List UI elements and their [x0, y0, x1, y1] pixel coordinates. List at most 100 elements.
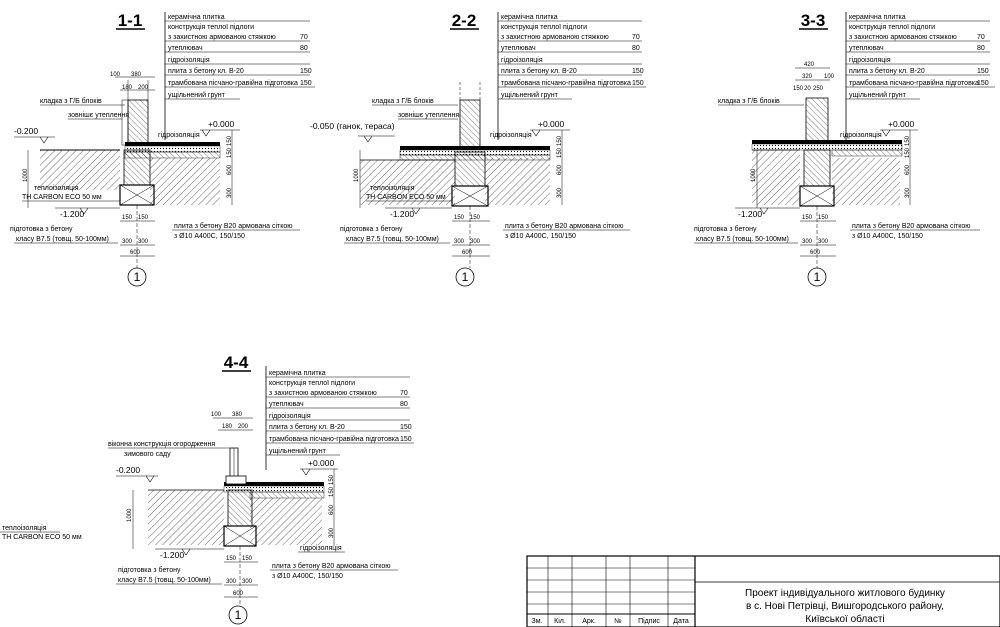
layer-label: ущільнений грунт [849, 91, 907, 99]
layer-label: керамічна плитка [168, 13, 225, 21]
note-ext-insulation: зовнішє утеплення [398, 111, 459, 119]
dim-label: 150 [802, 215, 813, 221]
layer-value: 70 [300, 34, 308, 41]
dim-label: 1000 [354, 168, 360, 182]
layer-label: конструкція теплої підлоги [168, 23, 254, 31]
tb-header: Кіл. [554, 617, 566, 625]
layer-value: 80 [400, 401, 408, 408]
layer-label: конструкція теплої підлоги [501, 23, 587, 31]
dim-label: 1000 [23, 168, 29, 182]
section-title: 3-3 [801, 11, 826, 30]
layer-legend: керамічна плитка конструкція теплої підл… [845, 12, 995, 140]
layer-value: 150 [632, 68, 644, 75]
stray-thermal-note: теплоізоляція TH CARBON ECO 50 мм [0, 524, 82, 541]
layer-legend: керамічна плитка конструкція теплої підл… [265, 366, 414, 470]
level-mark: -1.200 [160, 550, 184, 560]
tb-header: Підпис [638, 617, 660, 625]
project-title: Проект індивідуального житлового будинку [745, 587, 945, 599]
dim-label: 150 [905, 147, 911, 158]
dim-label: 600 [810, 250, 821, 256]
dim-label: 150 [138, 215, 149, 221]
dim-label: 380 [131, 72, 142, 78]
dim-label: 150 [818, 215, 829, 221]
layer-value: 80 [977, 45, 985, 52]
layer-label: плита з бетону кл. В-20 [501, 67, 577, 75]
layer-label: керамічна плитка [269, 369, 326, 377]
layer-label: з захистною армованою стяжкою [849, 34, 957, 41]
dim-label: 600 [905, 164, 911, 175]
layer-label: трамбована пісчано-гравійна підготовка [269, 435, 399, 443]
note-thermal-product: TH CARBON ECO 50 мм [366, 194, 446, 201]
dim-label: 150 [227, 147, 233, 158]
dim-label: 150 [454, 215, 465, 221]
dim-label: 300 [329, 527, 335, 538]
layer-value: 150 [300, 80, 312, 87]
level-mark: -0.050 (ганок, тераса) [310, 121, 395, 131]
dim-label: 600 [557, 164, 563, 175]
dim-label: 300 [122, 239, 133, 245]
axis-label: 1 [814, 270, 821, 284]
layer-label: гідроізоляція [269, 412, 311, 420]
axis-marker [807, 267, 827, 287]
level-mark: +0.000 [888, 119, 915, 129]
section-title: 1-1 [118, 11, 143, 30]
layer-legend: керамічна плитка конструкція теплої підл… [497, 12, 646, 140]
axis-label: 1 [134, 270, 141, 284]
tb-header: Зм. [532, 618, 543, 625]
layer-label: з захистною армованою стяжкою [269, 390, 377, 397]
note-prep-class: класу В7.5 (товщ. 50-100мм) [16, 236, 109, 243]
dim-label: 1000 [127, 508, 133, 522]
axis-marker [228, 605, 248, 625]
layer-value: 150 [400, 424, 412, 431]
foundation-wall [803, 149, 831, 187]
dim-label: 150 [905, 135, 911, 146]
dim-label: 100 [110, 72, 121, 78]
note-slab: плита з бетону В20 армована сіткою [272, 562, 391, 570]
layer-value: 150 [977, 80, 989, 87]
foundation-wall [454, 151, 486, 187]
level-mark: +0.000 [538, 119, 565, 129]
dim-label: 150 [242, 556, 253, 562]
level-mark: -1.200 [738, 209, 762, 219]
dim-label: 150 [227, 135, 233, 146]
dim-label: 600 [130, 250, 141, 256]
dim-label: 300 [454, 239, 465, 245]
layer-label: з захистною армованою стяжкою [501, 34, 609, 41]
note-window: віконна конструкція огородження [108, 440, 215, 448]
layer-label: конструкція теплої підлоги [849, 23, 935, 31]
note-prep: підготовка з бетону [340, 225, 403, 233]
title-block: Зм. Кіл. Арк. № Підпис Дата Проект індив… [526, 555, 1000, 627]
layer-label: плита з бетону кл. В-20 [849, 67, 925, 75]
section-3-3: 3-3 керамічна плитка конструкція теплої … [694, 11, 995, 287]
layer-value: 150 [400, 436, 412, 443]
layer-label: утеплювач [269, 401, 304, 408]
layer-value: 150 [977, 68, 989, 75]
level-mark: -0.200 [116, 465, 140, 475]
note-slab-rebar: з Ø10 А400С, 150/150 [174, 233, 245, 240]
note-slab-rebar: з Ø10 А400С, 150/150 [272, 573, 343, 580]
dim-label: 380 [232, 412, 243, 418]
dim-label: 600 [233, 591, 244, 597]
layer-label: ущільнений грунт [269, 447, 327, 455]
layer-label: з захистною армованою стяжкою [168, 34, 276, 41]
note-waterproofing: гідроізоляція [840, 131, 882, 139]
top-dimensions: 420 320 100 150 20 250 [793, 62, 835, 92]
dim-label: 100 [824, 74, 835, 80]
level-mark: -1.200 [390, 209, 414, 219]
note-ext-insulation: зовнішє утеплення [68, 111, 129, 119]
tb-header: Дата [673, 618, 689, 625]
dim-label: 600 [462, 250, 473, 256]
dim-label: 600 [329, 504, 335, 515]
layer-label: конструкція теплої підлоги [269, 379, 355, 387]
note-masonry: кладка з Г/Б блоків [372, 97, 434, 105]
layer-label: гідроізоляція [168, 56, 210, 64]
dim-label: 200 [138, 85, 149, 91]
note-slab: плита з бетону В20 армована сіткою [505, 222, 624, 230]
section-2-2: 2-2 керамічна плитка конструкція теплої … [310, 11, 646, 287]
dim-label: 150 [557, 147, 563, 158]
layer-label: трамбована пісчано-гравійна підготовка [501, 79, 631, 87]
dim-label: 300 [226, 579, 237, 585]
layer-value: 70 [977, 34, 985, 41]
layer-label: плита з бетону кл. В-20 [168, 67, 244, 75]
dim-label: 150 [329, 486, 335, 497]
